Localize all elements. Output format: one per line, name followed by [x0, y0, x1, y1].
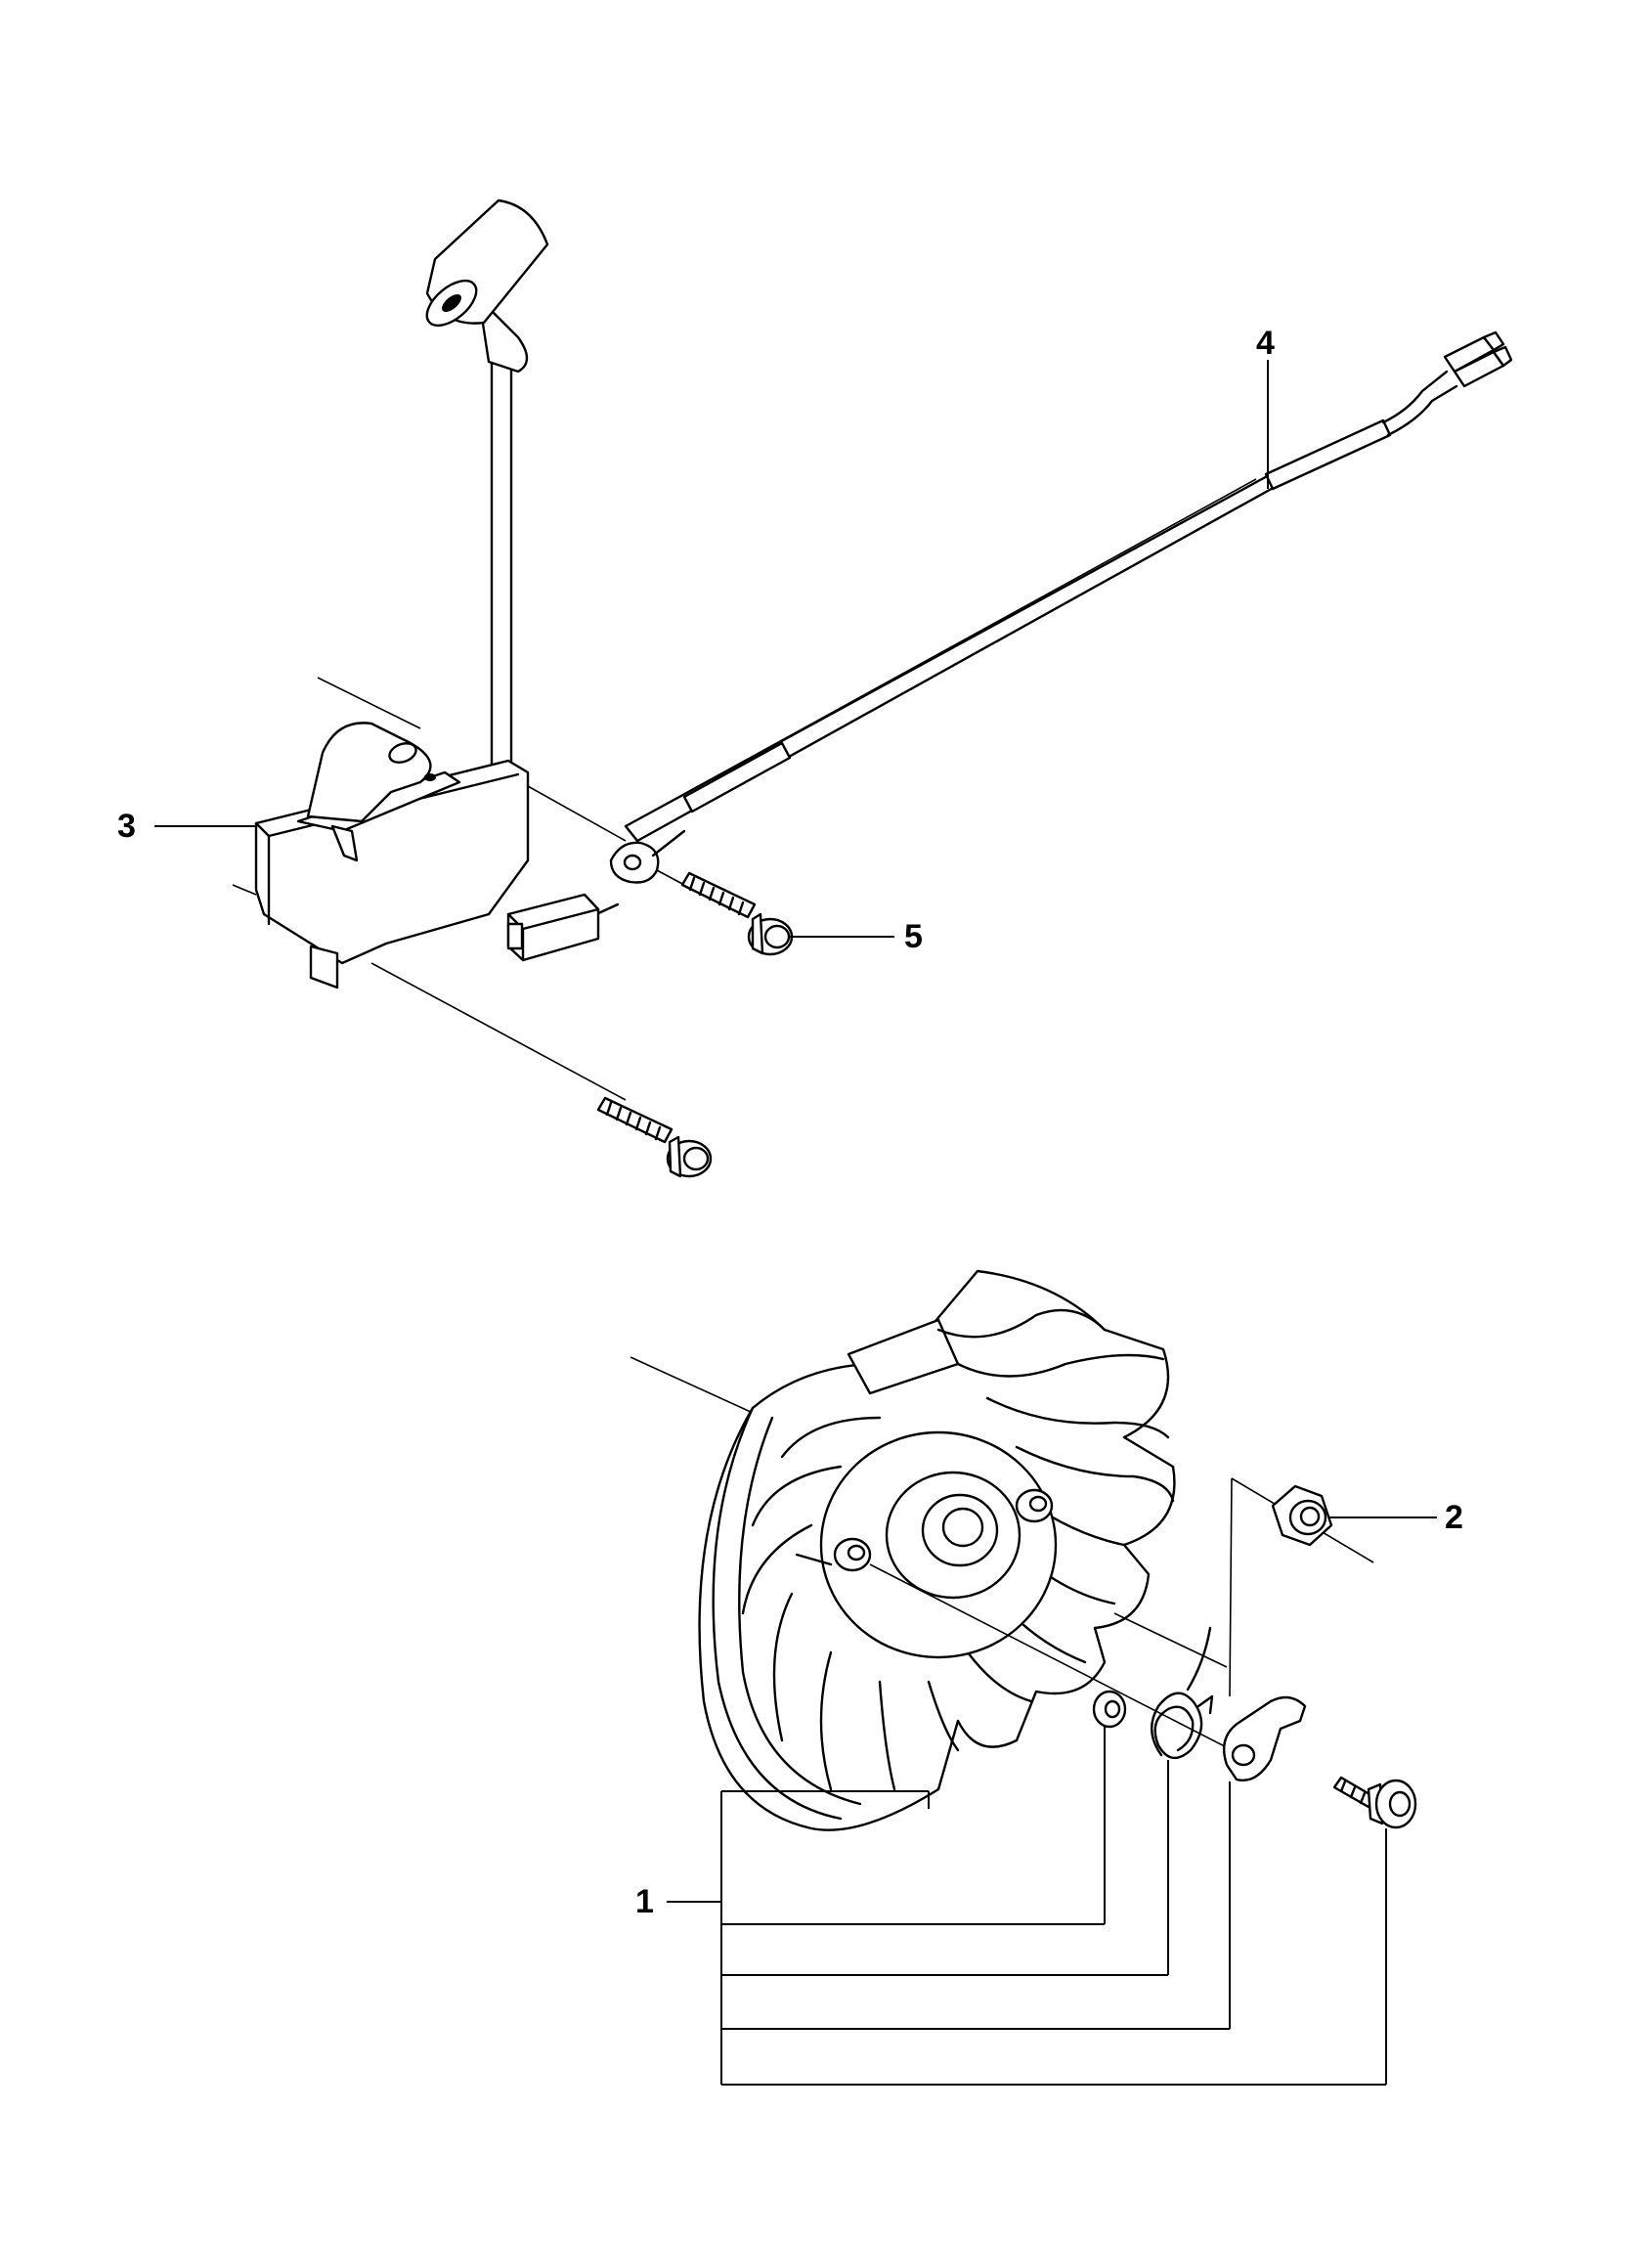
- pawl-screw-thread-lines: [1339, 1780, 1367, 1805]
- flywheel-fin-14: [751, 1465, 843, 1527]
- callout-5: 5: [904, 918, 923, 955]
- screw-upper: [656, 869, 794, 956]
- flywheel-rim-inner: [712, 1406, 843, 1821]
- flywheel-pawl-post-right-hole: [1028, 1495, 1048, 1513]
- flywheel-fin-15: [780, 1416, 882, 1459]
- cable-stripe: [683, 478, 1257, 795]
- flywheel-assembly-axis: [869, 1563, 1252, 1761]
- screw-lower-thread-lines: [605, 1101, 662, 1141]
- callout-2: 2: [1445, 1499, 1463, 1536]
- nut-thread-hole: [1299, 1506, 1321, 1527]
- flywheel-pawl-post-left-hole: [847, 1544, 866, 1561]
- pawl-body: [1222, 1695, 1307, 1781]
- spring-coil: [1151, 1692, 1203, 1759]
- flywheel-nut: [1229, 1477, 1374, 1697]
- flywheel-fin-1: [936, 1308, 1107, 1339]
- screw-upper-head-face: [763, 924, 791, 949]
- leader-lines: [154, 360, 1437, 2086]
- coil-axis-line-top: [317, 677, 421, 729]
- spring-hook: [1196, 1694, 1214, 1715]
- nut-leader-vertical: [1229, 1477, 1233, 1697]
- flywheel-fin-2: [956, 1353, 1165, 1378]
- flywheel-pawl-pin: [795, 1553, 833, 1566]
- pawl-screw: [1332, 1776, 1417, 1829]
- screw-upper-collar: [751, 912, 764, 955]
- cable-sleeve-near: [682, 741, 792, 813]
- screw-lower-thread: [596, 1096, 674, 1144]
- washer: [1092, 1690, 1127, 1729]
- flywheel-fin-12: [772, 1592, 794, 1742]
- screw-lower-collar: [668, 1135, 682, 1178]
- spade-tip-a: [1482, 330, 1505, 352]
- plug-boot-neck: [477, 296, 529, 374]
- pawl-screw-head-face: [1388, 1790, 1412, 1818]
- flywheel-rim-lip: [738, 1416, 862, 1806]
- flywheel-fin-3: [985, 1396, 1170, 1439]
- flywheel-fin-8: [966, 1650, 1033, 1703]
- screw-lower: [596, 1096, 713, 1178]
- coil-terminal: [330, 824, 359, 862]
- flywheel-axis-line: [630, 1356, 754, 1414]
- pawl-hole: [1231, 1743, 1256, 1767]
- flywheel-fin-4: [1015, 1445, 1175, 1503]
- connector-socket: [506, 922, 524, 950]
- starter-pawl: [1222, 1695, 1307, 1781]
- coil-axis-line-low: [370, 962, 627, 1101]
- screw-upper-thread: [680, 871, 757, 919]
- ring-terminal-hole: [623, 854, 642, 871]
- hv-lead-wire: [490, 330, 513, 774]
- wire-lead-a: [1381, 370, 1449, 424]
- ring-terminal-crimp: [651, 829, 686, 857]
- cable-sleeve-far: [1264, 418, 1392, 491]
- coil-foot: [309, 945, 339, 989]
- screw-lower-head-face: [682, 1146, 710, 1171]
- screw-upper-axis: [656, 869, 685, 886]
- spade-tip-b: [1492, 345, 1513, 368]
- ignition-coil: [232, 198, 627, 1101]
- flywheel-fin-13: [741, 1523, 813, 1615]
- callout-4: 4: [1256, 325, 1275, 362]
- flywheel-spring-axis: [1113, 1612, 1228, 1668]
- short-circuit-cable: [506, 330, 1513, 962]
- screw-upper-thread-lines: [688, 876, 745, 916]
- connector-wire: [594, 902, 620, 916]
- spring-arm: [1186, 1626, 1212, 1692]
- flywheel-fin-11: [819, 1650, 833, 1791]
- washer-hole: [1104, 1699, 1121, 1719]
- wire-lead-b: [1386, 384, 1458, 437]
- pawl-spring: [1151, 1626, 1214, 1759]
- flywheel-fin-10: [878, 1680, 896, 1791]
- callout-1: 1: [635, 1883, 654, 1920]
- flywheel-center-bore: [941, 1507, 984, 1548]
- coil-lug-hole: [388, 742, 417, 764]
- coil-lug-rivet: [424, 773, 436, 781]
- callout-3: 3: [117, 808, 136, 845]
- callout-labels: 3 4 5 2 1: [117, 325, 1463, 1920]
- plug-boot-hole: [442, 294, 461, 312]
- flywheel-fin-9: [927, 1680, 960, 1752]
- coil-axis-line-left: [232, 884, 257, 896]
- flywheel: [630, 1269, 1252, 1831]
